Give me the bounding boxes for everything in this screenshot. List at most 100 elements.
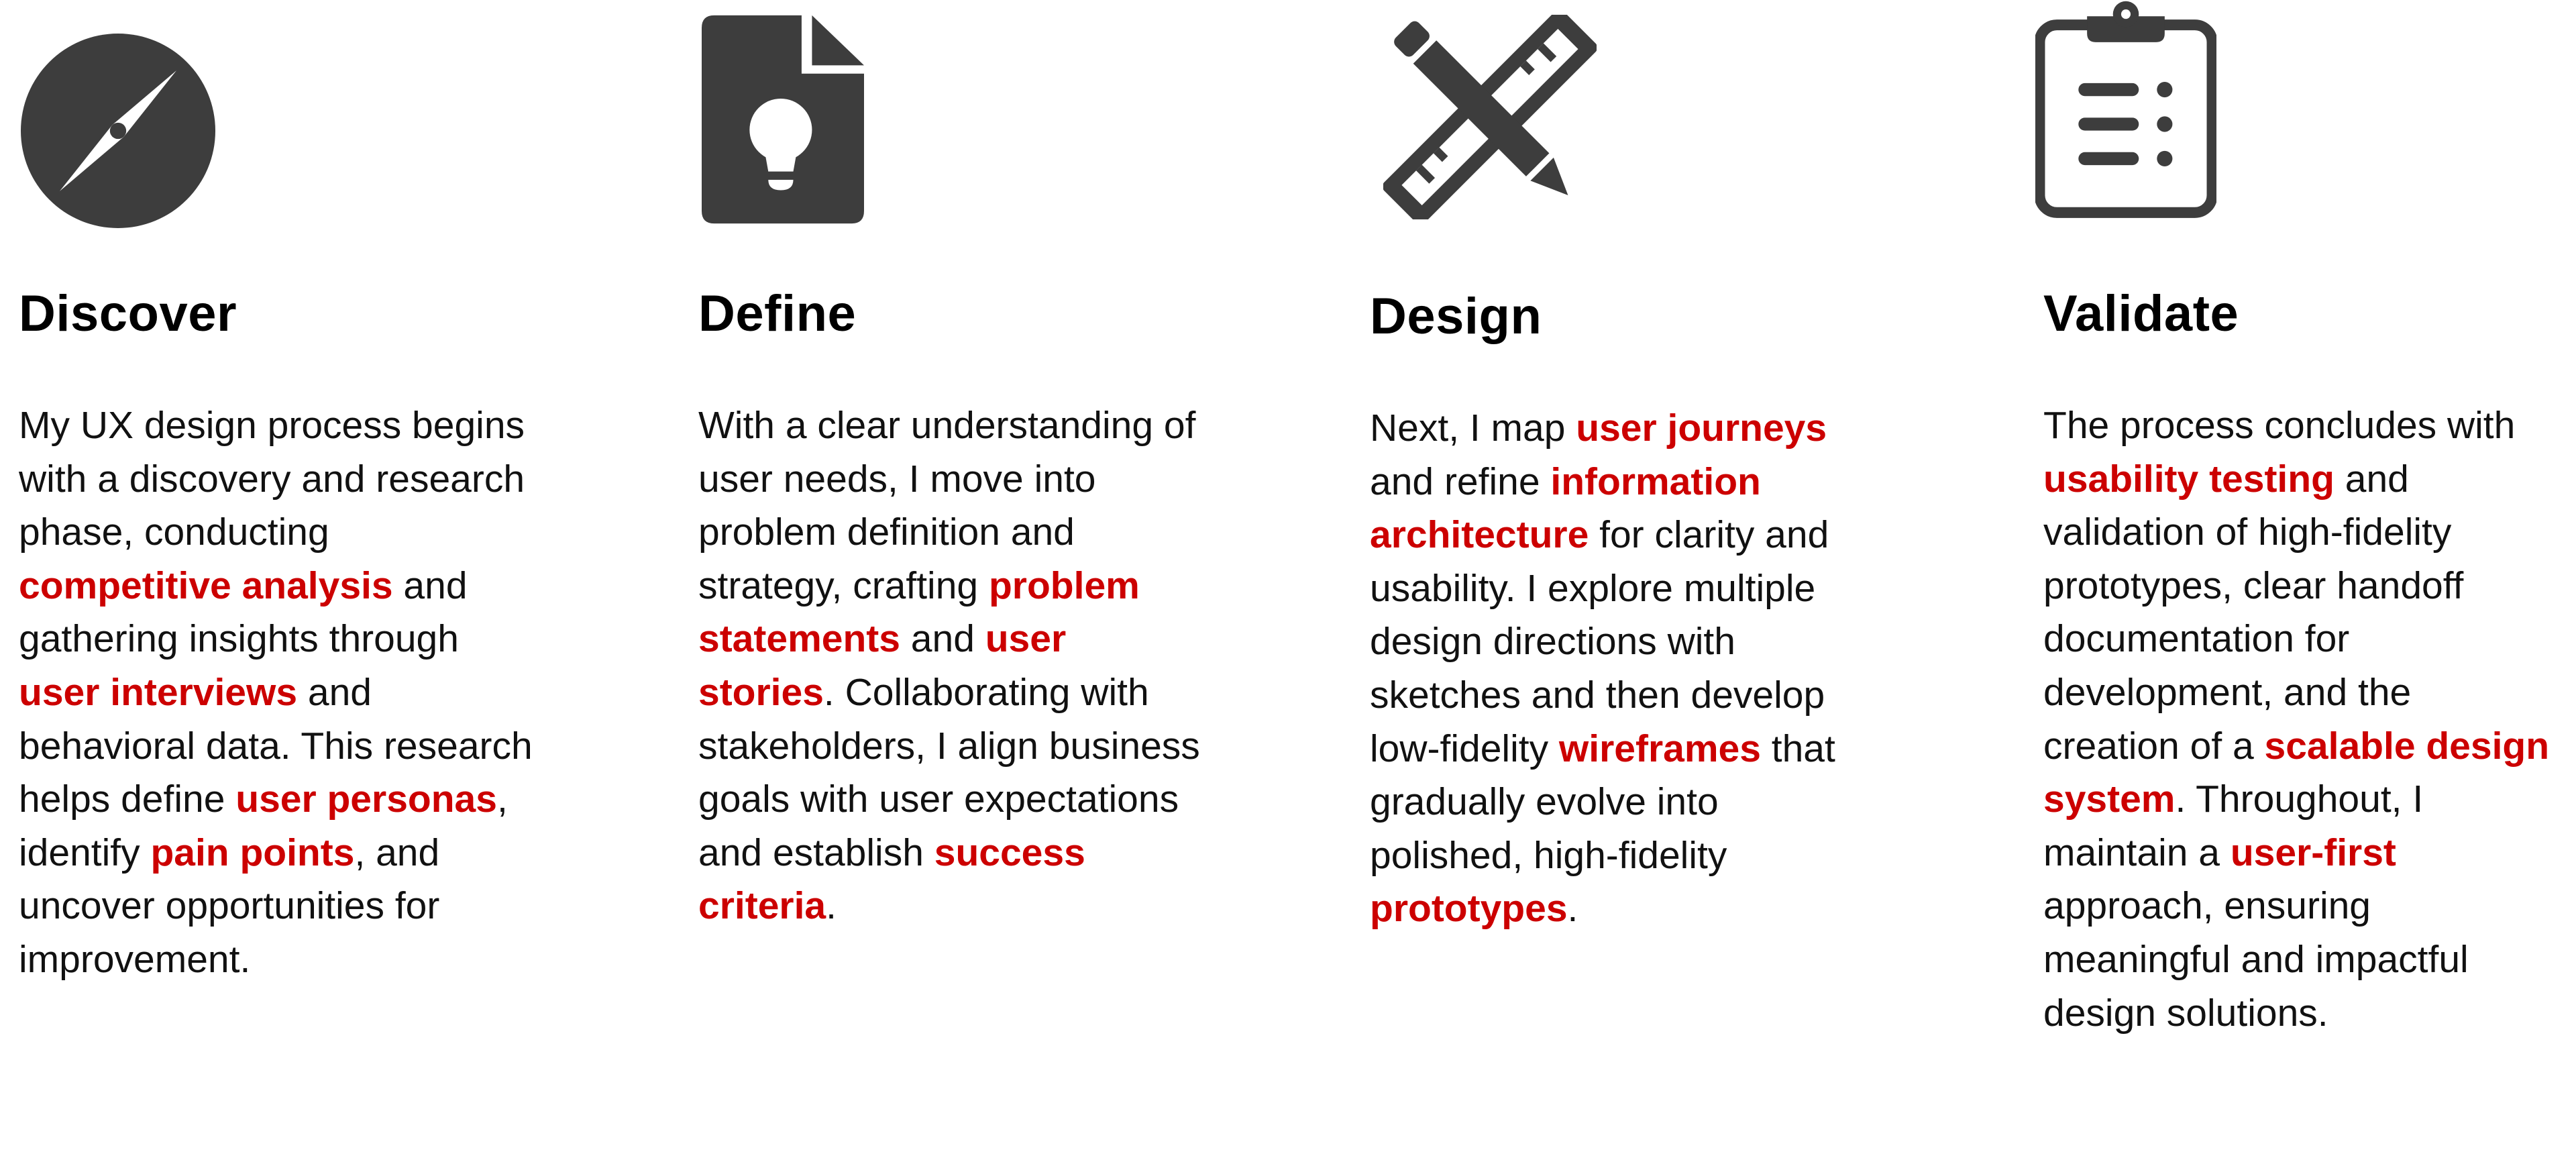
text-line: Next, I map user journeys [1370, 402, 1835, 456]
text-segment: prototypes, clear handoff [2043, 564, 2464, 607]
step-title: Discover [19, 285, 237, 342]
text-line: sketches and then develop [1370, 669, 1835, 723]
text-segment: . Throughout, I [2175, 778, 2424, 821]
text-line: goals with user expectations [698, 773, 1200, 827]
text-line: phase, conducting [19, 506, 533, 560]
text-segment: goals with user expectations [698, 778, 1179, 821]
text-line: validation of high-fidelity [2043, 506, 2549, 560]
highlighted-keyword: usability testing [2043, 457, 2334, 501]
text-segment: gradually evolve into [1370, 780, 1719, 824]
text-segment: that [1760, 727, 1835, 770]
highlighted-keyword: user [985, 617, 1067, 661]
text-line: architecture for clarity and [1370, 509, 1835, 562]
text-line: design solutions. [2043, 987, 2549, 1041]
text-line: design directions with [1370, 615, 1835, 669]
text-line: uncover opportunities for [19, 880, 533, 933]
text-segment: . [826, 884, 837, 928]
highlighted-keyword: criteria [698, 884, 826, 928]
text-line: user interviews and [19, 666, 533, 720]
text-segment: design directions with [1370, 620, 1735, 664]
text-line: With a clear understanding of [698, 399, 1200, 453]
text-segment: approach, ensuring [2043, 884, 2371, 928]
text-segment: and [392, 564, 468, 607]
highlighted-keyword: problem [988, 564, 1140, 607]
text-segment: and [297, 670, 372, 714]
highlighted-keyword: success [934, 831, 1085, 874]
text-segment: for clarity and [1589, 513, 1829, 557]
text-line: usability. I explore multiple [1370, 562, 1835, 616]
text-line: maintain a user-first [2043, 827, 2549, 880]
text-line: usability testing and [2043, 453, 2549, 507]
text-line: meaningful and impactful [2043, 933, 2549, 987]
text-segment: with a discovery and research [19, 457, 525, 501]
text-line: My UX design process begins [19, 399, 533, 453]
text-segment: phase, conducting [19, 511, 329, 554]
text-line: with a discovery and research [19, 453, 533, 507]
text-segment: meaningful and impactful [2043, 937, 2469, 981]
text-segment: My UX design process begins [19, 404, 525, 447]
text-line: approach, ensuring [2043, 880, 2549, 933]
text-segment: creation of a [2043, 724, 2265, 768]
text-segment: uncover opportunities for [19, 884, 440, 928]
text-segment: and [900, 617, 985, 661]
text-segment: , and [354, 831, 440, 874]
highlighted-keyword: information [1550, 460, 1761, 503]
text-line: and establish success [698, 827, 1200, 880]
text-line: identify pain points, and [19, 827, 533, 880]
step-description: The process concludes with usability test… [2043, 399, 2549, 1040]
text-segment: Next, I map [1370, 407, 1576, 450]
text-segment: , [496, 778, 508, 821]
pencil-ruler-icon [1383, 15, 1597, 219]
text-segment: improvement. [19, 937, 251, 981]
text-segment: design solutions. [2043, 991, 2328, 1035]
text-line: problem definition and [698, 506, 1200, 560]
text-line: user needs, I move into [698, 453, 1200, 507]
text-segment: validation of high-fidelity [2043, 511, 2452, 554]
text-line: prototypes, clear handoff [2043, 560, 2549, 613]
text-segment: identify [19, 831, 151, 874]
text-segment: and refine [1370, 460, 1551, 503]
text-segment: polished, high-fidelity [1370, 833, 1727, 877]
highlighted-keyword: user personas [235, 778, 497, 821]
step-title: Design [1370, 288, 1542, 345]
text-line: helps define user personas, [19, 773, 533, 827]
text-segment: documentation for [2043, 617, 2350, 661]
highlighted-keyword: prototypes [1370, 887, 1568, 931]
text-line: statements and user [698, 613, 1200, 666]
text-line: behavioral data. This research [19, 720, 533, 774]
highlighted-keyword: competitive analysis [19, 564, 393, 607]
text-segment: gathering insights through [19, 617, 459, 661]
text-segment: maintain a [2043, 831, 2231, 874]
highlighted-keyword: wireframes [1558, 727, 1761, 770]
text-segment: The process concludes with [2043, 404, 2516, 447]
text-segment: strategy, crafting [698, 564, 989, 607]
highlighted-keyword: scalable design [2264, 724, 2550, 768]
highlighted-keyword: user journeys [1576, 407, 1827, 450]
text-segment: . [1567, 887, 1578, 931]
text-line: low-fidelity wireframes that [1370, 723, 1835, 776]
text-segment: stakeholders, I align business [698, 724, 1200, 768]
text-line: prototypes. [1370, 882, 1835, 936]
text-line: development, and the [2043, 666, 2549, 720]
text-segment: and [2334, 457, 2409, 501]
text-segment: behavioral data. This research [19, 724, 533, 768]
text-segment: . Collaborating with [823, 670, 1149, 714]
highlighted-keyword: architecture [1370, 513, 1589, 557]
text-segment: sketches and then develop [1370, 673, 1825, 717]
text-line: gathering insights through [19, 613, 533, 666]
text-line: system. Throughout, I [2043, 773, 2549, 827]
text-segment: low-fidelity [1370, 727, 1559, 770]
highlighted-keyword: pain points [150, 831, 355, 874]
text-segment: helps define [19, 778, 236, 821]
text-line: The process concludes with [2043, 399, 2549, 453]
text-line: stakeholders, I align business [698, 720, 1200, 774]
text-line: documentation for [2043, 613, 2549, 666]
text-line: gradually evolve into [1370, 776, 1835, 829]
text-segment: usability. I explore multiple [1370, 566, 1816, 610]
document-lightbulb-icon [702, 15, 864, 224]
text-segment: development, and the [2043, 670, 2412, 714]
text-line: criteria. [698, 880, 1200, 933]
highlighted-keyword: stories [698, 670, 824, 714]
text-line: strategy, crafting problem [698, 560, 1200, 613]
